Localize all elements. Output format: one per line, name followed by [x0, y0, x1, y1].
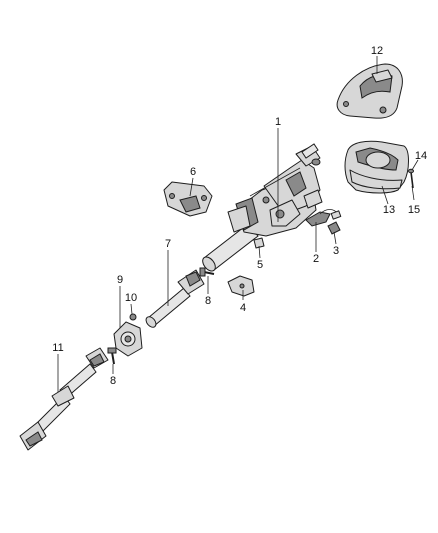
- callout-6: 6: [190, 166, 196, 178]
- column-mounting-bracket: [163, 181, 213, 217]
- callout-12: 12: [371, 45, 383, 57]
- upper-column-shroud: [336, 63, 403, 119]
- callout-4: 4: [240, 302, 246, 314]
- steering-column-assembly: [202, 143, 323, 272]
- callout-13: 13: [383, 204, 395, 216]
- pinch-bolt-upper: [199, 267, 215, 277]
- column-support-bracket: [227, 275, 255, 297]
- callout-8-upper: 8: [205, 295, 211, 307]
- column-boot-seal: [113, 321, 143, 357]
- leader-lines: [57, 56, 419, 392]
- intermediate-shaft: [145, 269, 205, 328]
- callout-1: 1: [275, 116, 281, 128]
- lower-column-shroud: [344, 140, 409, 194]
- seal-nut: [129, 313, 137, 321]
- column-clip: [327, 221, 341, 235]
- callout-5: 5: [257, 259, 263, 271]
- callout-7: 7: [165, 238, 171, 250]
- callout-3: 3: [333, 245, 339, 257]
- callout-10: 10: [125, 292, 137, 304]
- callout-11: 11: [52, 342, 63, 354]
- lower-steering-shaft: [19, 347, 109, 451]
- callout-8-lower: 8: [110, 375, 116, 387]
- callout-2: 2: [313, 253, 319, 265]
- column-nut: [253, 237, 265, 249]
- callout-labels: 1 2 3 4 5 6 7 8 9 10 11 8 12 13 14 15: [52, 45, 427, 387]
- callout-14: 14: [415, 150, 427, 162]
- pinch-bolt-lower: [107, 347, 117, 365]
- callout-9: 9: [117, 274, 123, 286]
- callout-15: 15: [408, 204, 420, 216]
- column-sensor-harness: [305, 209, 342, 227]
- shroud-screw: [408, 168, 414, 189]
